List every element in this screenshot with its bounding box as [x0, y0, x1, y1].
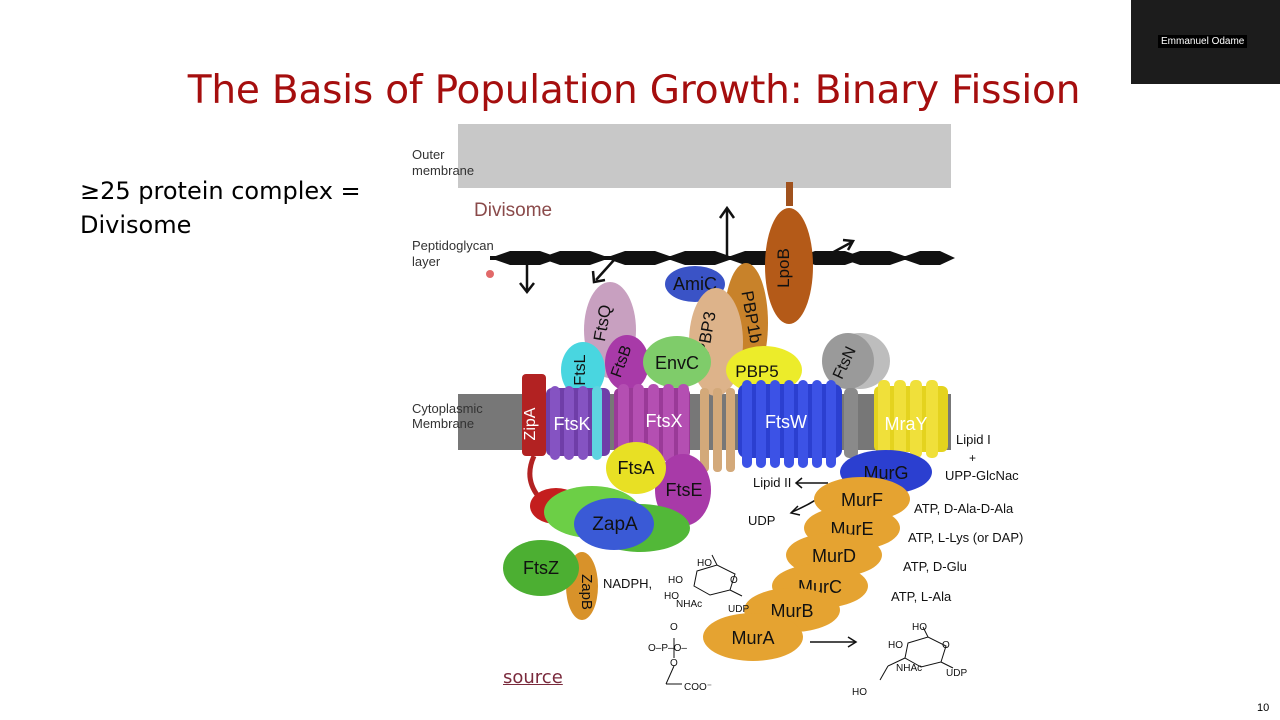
chem-o-4: O — [942, 640, 950, 651]
chem-ho-4: HO — [912, 622, 927, 633]
ftsk-protein — [546, 386, 610, 460]
arrows — [519, 205, 856, 295]
ftsx-label: FtsX — [645, 411, 682, 431]
murf-label: MurF — [841, 490, 883, 510]
ftsn-protein — [822, 333, 874, 389]
amic-label: AmiC — [673, 274, 717, 294]
ftsa-label: FtsA — [617, 458, 654, 478]
source-link[interactable]: source — [503, 667, 563, 688]
ftse-label: FtsE — [665, 480, 702, 500]
pep-structure — [665, 638, 682, 685]
cytoplasmic-label-2: Membrane — [412, 416, 474, 431]
peptidoglycan-label-2: layer — [412, 254, 441, 269]
lipid-i-label: Lipid I — [956, 432, 991, 447]
chem-nhac-2: NHAc — [896, 663, 922, 674]
nadph-label: NADPH, — [603, 576, 652, 591]
participant-video-tile[interactable]: Emmanuel Odame — [1131, 0, 1280, 84]
bullet-text: ≥25 protein complex = Divisome — [80, 174, 361, 242]
participant-name: Emmanuel Odame — [1158, 35, 1248, 48]
chem-ho-6: HO — [852, 687, 867, 698]
divisome-diagram: Outer membrane Divisome Peptidoglycan la… — [412, 124, 1023, 698]
ftsz-label: FtsZ — [523, 558, 559, 578]
lipid-ii-label: Lipid II — [753, 475, 791, 490]
chem-nhac-1: NHAc — [676, 599, 702, 610]
peptidoglycan-chain — [490, 251, 955, 265]
ftsk-label: FtsK — [553, 414, 590, 434]
page-number: 10 — [1257, 702, 1270, 714]
lpob-label: LpoB — [774, 248, 793, 288]
divisome-figure: Outer membrane Divisome Peptidoglycan la… — [400, 118, 1060, 700]
chem-udp-2: UDP — [946, 668, 967, 679]
cytoplasmic-label-1: Cytoplasmic — [412, 401, 483, 416]
outer-membrane-label-2: membrane — [412, 163, 474, 178]
divisome-label: Divisome — [474, 200, 552, 221]
ftsw-label: FtsW — [765, 412, 807, 432]
zapa-protein — [574, 498, 654, 550]
chem-coo-1: COO⁻ — [684, 682, 712, 693]
upp-glcnac-label: UPP-GlcNac — [945, 468, 1019, 483]
zipa-label: ZipA — [522, 407, 539, 440]
chem-phosphate: O–P–O– — [648, 643, 687, 654]
glcnac-structure — [693, 554, 743, 597]
envc-label: EnvC — [655, 353, 699, 373]
chem-udp-1: UDP — [728, 604, 749, 615]
udp-label: UDP — [748, 513, 775, 528]
mura-protein — [703, 613, 803, 661]
chem-ho-3: HO — [664, 591, 679, 602]
pbp5-label: PBP5 — [735, 362, 778, 381]
pbp3-stalks — [700, 388, 735, 472]
ftsl-protein — [561, 342, 605, 398]
envc-protein — [643, 336, 711, 388]
chem-o-1: O — [730, 575, 738, 586]
bullet-line-1: ≥25 protein complex = — [80, 177, 361, 205]
peptidoglycan-label-1: Peptidoglycan — [412, 238, 494, 253]
chem-o-2: O — [670, 622, 678, 633]
ftsz-protein — [503, 540, 579, 596]
bullet-line-2: Divisome — [80, 211, 192, 239]
atp-ala-ala-label: ATP, D-Ala-D-Ala — [914, 501, 1014, 516]
zipa-protein — [522, 374, 546, 456]
atp-ala-label: ATP, L-Ala — [891, 589, 952, 604]
ftsn-stalk — [844, 388, 858, 458]
zapb-label: ZapB — [578, 574, 595, 610]
slide-title: The Basis of Population Growth: Binary F… — [187, 68, 1081, 113]
murd-label: MurD — [812, 546, 856, 566]
plus-label: + — [969, 451, 976, 465]
atp-glu-label: ATP, D-Glu — [903, 559, 967, 574]
ftsl-label: FtsL — [572, 354, 589, 385]
product-structure — [879, 626, 954, 681]
outer-membrane-label-1: Outer — [412, 147, 445, 162]
ftse-protein — [655, 454, 711, 526]
murb-label: MurB — [770, 601, 813, 621]
cursor-dot — [486, 270, 494, 278]
chem-ho-5: HO — [888, 640, 903, 651]
ftsx-protein — [614, 384, 690, 462]
mura-label: MurA — [731, 628, 774, 648]
mray-label: MraY — [884, 414, 927, 434]
chem-o-3: O — [670, 658, 678, 669]
ftsw-protein — [738, 380, 842, 468]
ftsb-protein — [605, 335, 649, 391]
lpob-protein — [765, 208, 813, 324]
atp-lys-label: ATP, L-Lys (or DAP) — [908, 530, 1023, 545]
ftsa-protein — [606, 442, 666, 494]
chem-ho-1: HO — [697, 558, 712, 569]
outer-membrane — [458, 124, 951, 188]
zapa-label: ZapA — [592, 514, 638, 535]
mray-protein — [874, 380, 948, 458]
chem-ho-2: HO — [668, 575, 683, 586]
